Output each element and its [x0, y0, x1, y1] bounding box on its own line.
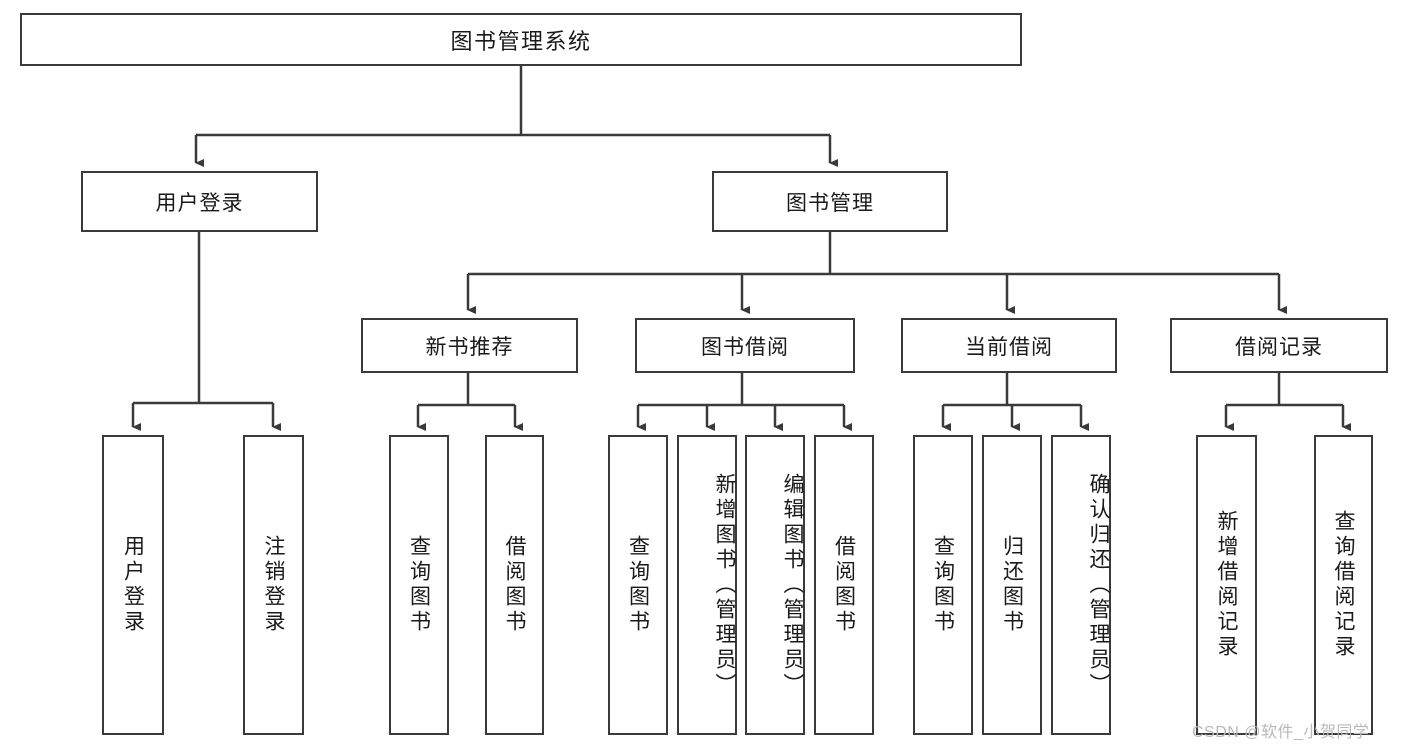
- leaf-user-login[interactable]: 用户登录: [102, 435, 164, 735]
- node-new-book-recommend-label: 新书推荐: [425, 335, 514, 359]
- leaf-query-book-recommend[interactable]: 查询图书: [389, 435, 449, 735]
- node-user-login[interactable]: 用户登录: [81, 171, 318, 232]
- node-book-management-label: 图书管理: [786, 191, 874, 215]
- leaf-borrow-book-label: 借阅图书: [832, 535, 856, 635]
- leaf-borrow-book-recommend[interactable]: 借阅图书: [485, 435, 544, 735]
- leaf-add-borrow-record-label: 新增借阅记录: [1215, 510, 1238, 660]
- node-root[interactable]: 图书管理系统: [20, 13, 1022, 66]
- node-current-borrow-label: 当前借阅: [965, 335, 1053, 359]
- node-new-book-recommend[interactable]: 新书推荐: [361, 318, 578, 373]
- leaf-add-book-admin-label: 新增图书（管理员）: [713, 472, 736, 698]
- leaf-return-book-label: 归还图书: [1000, 535, 1024, 635]
- node-book-borrow-label: 图书借阅: [701, 335, 789, 359]
- leaf-logout[interactable]: 注销登录: [243, 435, 304, 735]
- leaf-query-borrow-record-label: 查询借阅记录: [1332, 510, 1355, 660]
- node-book-borrow[interactable]: 图书借阅: [635, 318, 855, 373]
- leaf-edit-book-admin[interactable]: 编辑图书（管理员）: [745, 435, 805, 735]
- node-current-borrow[interactable]: 当前借阅: [901, 318, 1117, 373]
- node-borrow-record[interactable]: 借阅记录: [1170, 318, 1388, 373]
- node-root-label: 图书管理系统: [450, 28, 592, 54]
- leaf-query-book-borrow[interactable]: 查询图书: [608, 435, 668, 735]
- leaf-query-book-borrow-label: 查询图书: [626, 535, 650, 635]
- leaf-query-borrow-record[interactable]: 查询借阅记录: [1314, 435, 1373, 735]
- leaf-confirm-return-admin[interactable]: 确认归还（管理员）: [1051, 435, 1111, 735]
- leaf-return-book[interactable]: 归还图书: [982, 435, 1042, 735]
- leaf-borrow-book[interactable]: 借阅图书: [814, 435, 874, 735]
- leaf-logout-label: 注销登录: [262, 535, 285, 635]
- node-book-management[interactable]: 图书管理: [712, 171, 948, 232]
- leaf-borrow-book-recommend-label: 借阅图书: [503, 535, 526, 635]
- leaf-confirm-return-admin-label: 确认归还（管理员）: [1087, 472, 1110, 698]
- leaf-query-book-current-label: 查询图书: [931, 535, 955, 635]
- node-borrow-record-label: 借阅记录: [1235, 335, 1323, 359]
- leaf-query-book-recommend-label: 查询图书: [407, 535, 431, 635]
- node-user-login-label: 用户登录: [155, 191, 244, 215]
- leaf-add-book-admin[interactable]: 新增图书（管理员）: [677, 435, 737, 735]
- leaf-edit-book-admin-label: 编辑图书（管理员）: [781, 472, 804, 698]
- leaf-query-book-current[interactable]: 查询图书: [913, 435, 973, 735]
- leaf-add-borrow-record[interactable]: 新增借阅记录: [1196, 435, 1257, 735]
- watermark-text: CSDN @软件_小贺同学: [1192, 724, 1370, 741]
- leaf-user-login-label: 用户登录: [121, 535, 145, 635]
